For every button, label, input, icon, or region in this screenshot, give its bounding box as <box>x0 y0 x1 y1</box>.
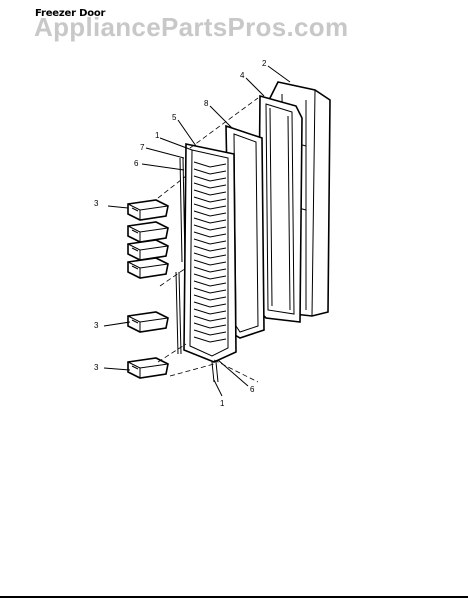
watermark: AppliancePartsPros.com <box>34 12 349 42</box>
shelf-rung <box>193 168 227 175</box>
bottom-border <box>0 596 468 598</box>
callout-3-a: 3 <box>94 199 99 208</box>
callout-8: 8 <box>204 99 209 108</box>
shelf-rungs <box>193 161 227 343</box>
callout-1-bottom: 1 <box>220 399 225 408</box>
page-title: Freezer Door <box>35 8 106 19</box>
part-6-rail <box>175 271 182 355</box>
shelf-rung <box>193 217 227 224</box>
callout-labels: 2 4 8 5 1 7 6 3 3 3 6 1 <box>94 59 267 408</box>
shelf-rung <box>193 182 227 189</box>
callout-6-top: 6 <box>134 159 139 168</box>
shelf-rung <box>193 161 227 168</box>
shelf-rung <box>193 189 227 196</box>
shelf-rung <box>193 266 227 273</box>
shelf-rung <box>193 301 227 308</box>
shelf-rung <box>193 210 227 217</box>
shelf-rung <box>193 308 227 315</box>
door-bin <box>127 311 169 333</box>
door-bin <box>127 199 169 221</box>
part-3-bins <box>127 199 169 379</box>
door-bin <box>127 239 169 261</box>
shelf-rung <box>193 203 227 210</box>
shelf-rung <box>193 224 227 231</box>
callout-6-bottom: 6 <box>250 385 255 394</box>
shelf-rung <box>193 259 227 266</box>
shelf-rung <box>193 273 227 280</box>
shelf-rung <box>193 245 227 252</box>
callout-4: 4 <box>240 71 245 80</box>
part-4-gasket <box>257 94 303 323</box>
callout-2: 2 <box>262 59 267 68</box>
door-bin <box>127 221 169 243</box>
callout-1-top: 1 <box>155 131 160 140</box>
shelf-rung <box>193 238 227 245</box>
door-bin <box>127 357 169 379</box>
callout-3-b: 3 <box>94 321 99 330</box>
callout-3-c: 3 <box>94 363 99 372</box>
shelf-rung <box>193 336 227 343</box>
shelf-rung <box>193 175 227 182</box>
shelf-rung <box>193 280 227 287</box>
shelf-rung <box>193 196 227 203</box>
part-5-shelf-column <box>183 143 237 363</box>
shelf-rung <box>193 322 227 329</box>
callout-7: 7 <box>140 143 145 152</box>
shelf-rung <box>193 231 227 238</box>
part-7-rail <box>179 157 186 263</box>
leader-lines <box>103 65 291 397</box>
shelf-rung <box>193 315 227 322</box>
door-bin <box>127 257 169 279</box>
shelf-rung <box>193 252 227 259</box>
callout-5: 5 <box>172 113 177 122</box>
assembly-lines <box>157 97 259 383</box>
shelf-rung <box>193 329 227 336</box>
shelf-rung <box>193 287 227 294</box>
shelf-rung <box>193 294 227 301</box>
part-1-strip-bottom <box>211 361 219 383</box>
